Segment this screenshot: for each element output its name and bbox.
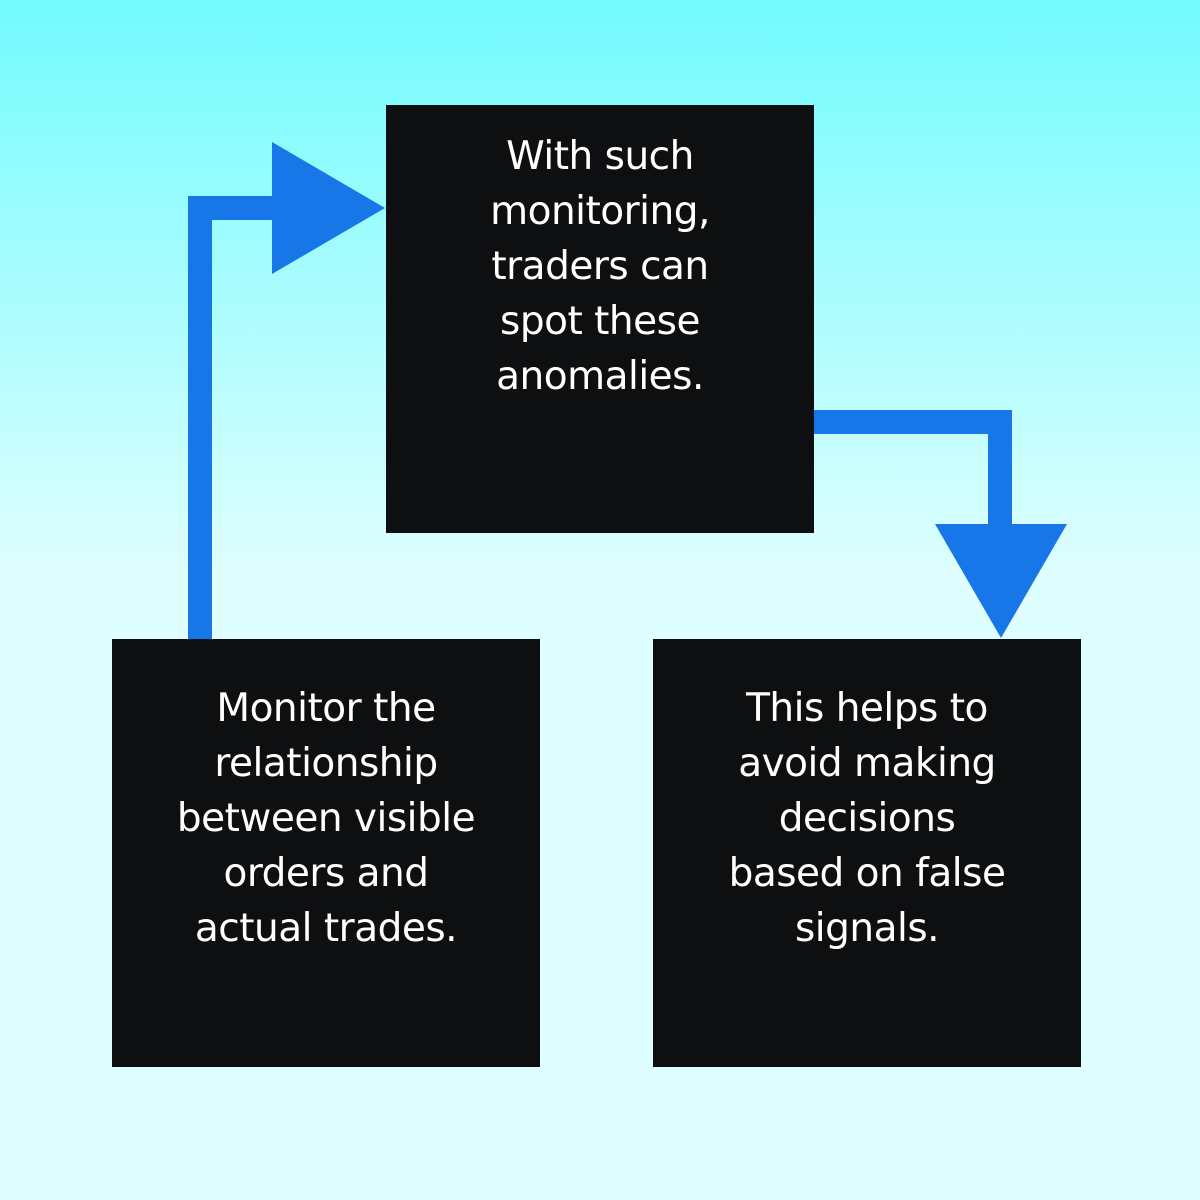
step-box-top: With such monitoring, traders can spot t… (386, 105, 814, 533)
step-box-right: This helps to avoid making decisions bas… (653, 639, 1081, 1067)
step-text-top: With such monitoring, traders can spot t… (490, 134, 710, 399)
step-box-left: Monitor the relationship between visible… (112, 639, 540, 1067)
step-text-left: Monitor the relationship between visible… (176, 685, 476, 951)
step-text-right: This helps to avoid making decisions bas… (728, 685, 1006, 951)
connector-left-to-top (188, 196, 290, 639)
arrow-right-icon (272, 142, 385, 274)
arrow-down-icon (935, 524, 1067, 638)
connector-top-to-right (814, 410, 1012, 540)
